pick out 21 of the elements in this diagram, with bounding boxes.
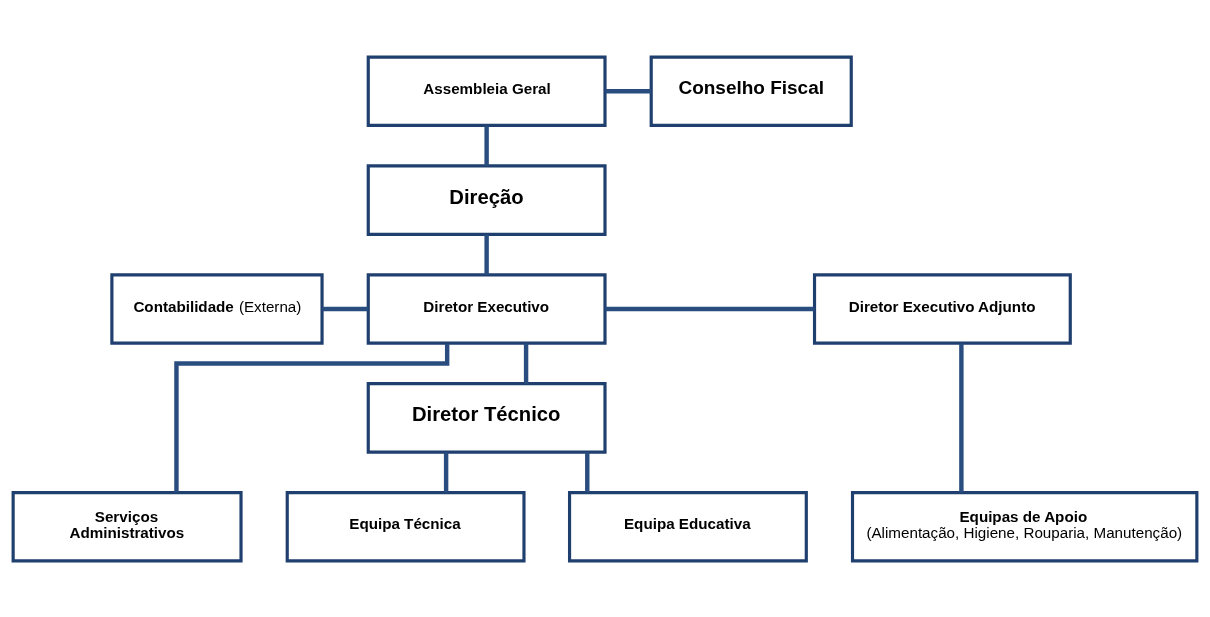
node-box: Equipa Educativa	[567, 490, 808, 563]
node-box: Serviços Administrativos	[11, 490, 243, 563]
connector	[484, 125, 489, 166]
connector	[585, 451, 590, 493]
connector	[443, 451, 449, 493]
connector	[523, 342, 529, 384]
node-box: Equipas de Apoio (Alimentação, Higiene, Rouparia, Manutenção)	[850, 490, 1199, 563]
connector	[605, 88, 652, 93]
connector	[174, 343, 450, 492]
node-box: Equipa Técnica	[285, 490, 526, 563]
node-box: Diretor Técnico	[366, 381, 607, 454]
node-box: Contabilidade (Externa)	[110, 272, 324, 345]
node-box: Diretor Executivo	[366, 272, 607, 345]
node-box: Assembleia Geral	[366, 54, 607, 127]
connector	[959, 343, 964, 492]
connector	[322, 306, 368, 311]
node-box: Direção	[366, 163, 607, 236]
node-box: Diretor Executivo Adjunto	[812, 272, 1072, 345]
connector	[605, 306, 815, 311]
connector	[484, 234, 489, 275]
node-box: Conselho Fiscal	[649, 54, 853, 127]
